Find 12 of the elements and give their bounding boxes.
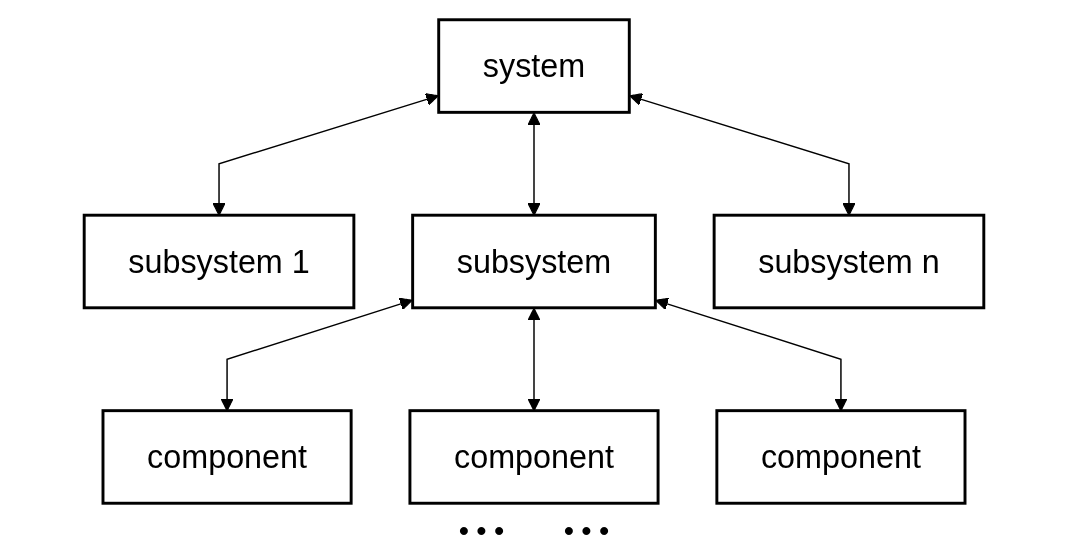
node-box: subsystem (411, 213, 657, 310)
node-box: component (101, 409, 353, 505)
ellipsis-dots: • • • (564, 515, 609, 547)
node-box: component (715, 409, 967, 505)
node-box: subsystem n (712, 213, 986, 310)
arrow (527, 112, 541, 216)
arrow (629, 93, 856, 216)
node-box: system (437, 18, 631, 114)
arrow (212, 93, 439, 216)
ellipsis-dots: • • • (459, 515, 504, 547)
node-box: subsystem 1 (82, 213, 356, 310)
node-box: component (408, 409, 660, 505)
